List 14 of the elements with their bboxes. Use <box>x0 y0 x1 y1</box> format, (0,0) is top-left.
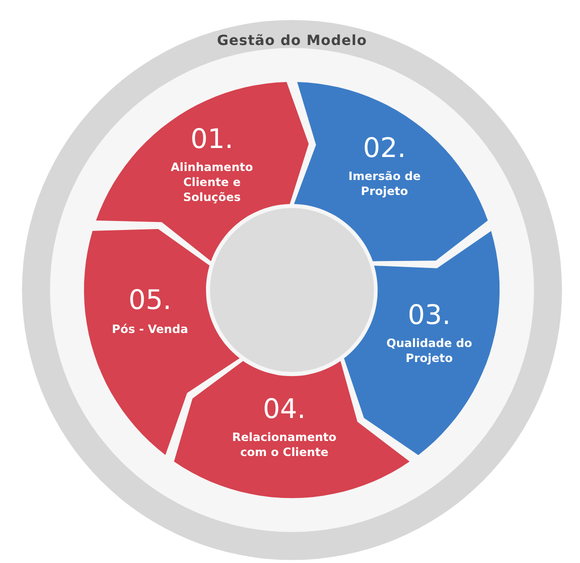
step-number: 03. <box>408 300 451 330</box>
step-label: Alinhamento Cliente e Soluções <box>170 160 254 206</box>
ring-title: Gestão do Modelo <box>216 33 368 49</box>
step-label: Relacionamento com o Cliente <box>231 430 338 460</box>
step-segment <box>96 82 309 262</box>
step-label: Imersão de Projeto <box>347 169 422 200</box>
step-label: Qualidade do Projeto <box>385 336 474 366</box>
step-segment <box>344 230 500 455</box>
step-label: Pós - Venda <box>112 322 188 337</box>
step-number: 02. <box>363 134 406 164</box>
step-number: 05. <box>128 286 172 316</box>
step-number: 04. <box>262 394 306 424</box>
step-segment <box>294 82 488 262</box>
step-number: 01. <box>190 124 234 154</box>
